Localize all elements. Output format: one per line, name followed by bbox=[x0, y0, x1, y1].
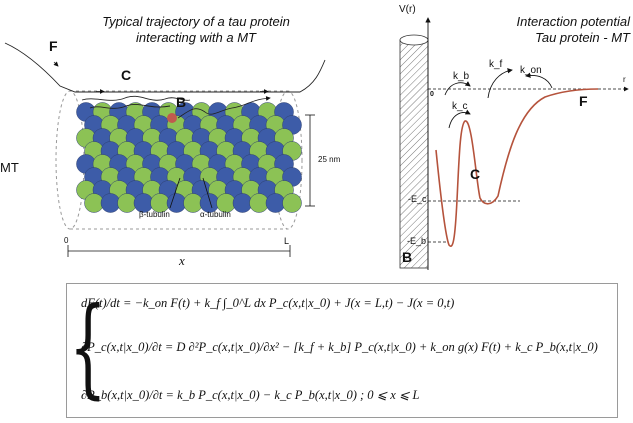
equation-1: dF(t)/dt = −k_on F(t) + k_f ∫_0^L dx P_c… bbox=[81, 296, 454, 311]
beta-pointer bbox=[169, 177, 181, 209]
alpha-tubulin-monomer bbox=[100, 193, 121, 213]
neg-ec-label: -E_c bbox=[408, 194, 427, 204]
v-axis-label: V(r) bbox=[399, 4, 416, 15]
kb-label: k_b bbox=[453, 71, 470, 82]
tau-trajectory bbox=[4, 42, 326, 109]
axis-L-label: L bbox=[284, 236, 290, 246]
label-F-right: F bbox=[579, 93, 588, 109]
kc-arrow bbox=[448, 109, 471, 129]
scale-bar bbox=[305, 114, 315, 207]
alpha-tubulin-label: α-tubulin bbox=[200, 210, 231, 219]
kon-arrow bbox=[525, 72, 553, 89]
kf-arrow bbox=[487, 68, 513, 99]
equation-brace: { bbox=[69, 285, 107, 410]
neg-eb-label: -E_b bbox=[407, 236, 427, 246]
potential-title-line2: Tau protein - MT bbox=[535, 30, 630, 45]
potential-title-line1: Interaction potential bbox=[516, 14, 630, 29]
beta-tubulin-label: β-tubulin bbox=[139, 210, 170, 219]
axis-x-label: x bbox=[179, 253, 185, 268]
trajectory-loops bbox=[177, 98, 263, 119]
kf-label: k_f bbox=[489, 59, 503, 70]
tau-binding-dot bbox=[167, 113, 177, 123]
axis-zero-label: 0 bbox=[64, 236, 69, 245]
equation-box: { dF(t)/dt = −k_on F(t) + k_f ∫_0^L dx P… bbox=[66, 283, 618, 418]
eq2-rhs: = D ∂²P_c(x,t|x_0)/∂x² − [k_f + k_b] P_c… bbox=[164, 340, 598, 354]
equation-2: ∂P_c(x,t|x_0)/∂t = D ∂²P_c(x,t|x_0)/∂x² … bbox=[81, 340, 598, 355]
equation-3: ∂P_b(x,t|x_0)/∂t = k_b P_c(x,t|x_0) − k_… bbox=[81, 387, 420, 403]
label-C-right: C bbox=[470, 166, 481, 182]
potential-curve bbox=[435, 88, 599, 247]
eq1-lhs: dF(t)/dt bbox=[81, 296, 120, 310]
label-C-left: C bbox=[121, 67, 132, 83]
alpha-tubulin-monomer bbox=[265, 193, 286, 213]
alpha-tubulin-monomer bbox=[232, 193, 253, 213]
label-B-right: B bbox=[402, 249, 413, 265]
kon-label: k_on bbox=[520, 65, 542, 76]
eq1-rhs: = −k_on F(t) + k_f ∫_0^L dx P_c(x,t|x_0)… bbox=[123, 296, 455, 310]
eq3-lhs: ∂P_b(x,t|x_0)/∂t bbox=[81, 388, 163, 402]
x-axis bbox=[67, 245, 291, 257]
scale-label: 25 nm bbox=[318, 155, 341, 164]
trajectory-title-line1: Typical trajectory of a tau protein bbox=[102, 14, 290, 29]
mt-wall bbox=[399, 34, 429, 269]
beta-tubulin-monomer bbox=[117, 193, 137, 213]
kb-arrow bbox=[444, 81, 471, 96]
label-F-left: F bbox=[49, 38, 58, 54]
label-MT: MT bbox=[0, 160, 19, 175]
origin-label: 0 bbox=[430, 91, 434, 98]
beta-tubulin-monomer bbox=[249, 193, 269, 213]
alpha-tubulin-monomer bbox=[166, 193, 187, 213]
tubulin-lattice bbox=[76, 102, 302, 213]
alpha-pointer bbox=[202, 177, 213, 209]
kc-label: k_c bbox=[452, 101, 468, 112]
eq2-lhs: ∂P_c(x,t|x_0)/∂t bbox=[81, 340, 162, 354]
trajectory-title-line2: interacting with a MT bbox=[136, 30, 256, 45]
beta-tubulin-monomer bbox=[282, 193, 302, 213]
eq3-rhs: = k_b P_c(x,t|x_0) − k_c P_b(x,t|x_0) ; … bbox=[165, 388, 420, 402]
beta-tubulin-monomer bbox=[84, 193, 104, 213]
r-axis-label: r bbox=[623, 75, 626, 84]
label-B-left: B bbox=[176, 94, 187, 110]
